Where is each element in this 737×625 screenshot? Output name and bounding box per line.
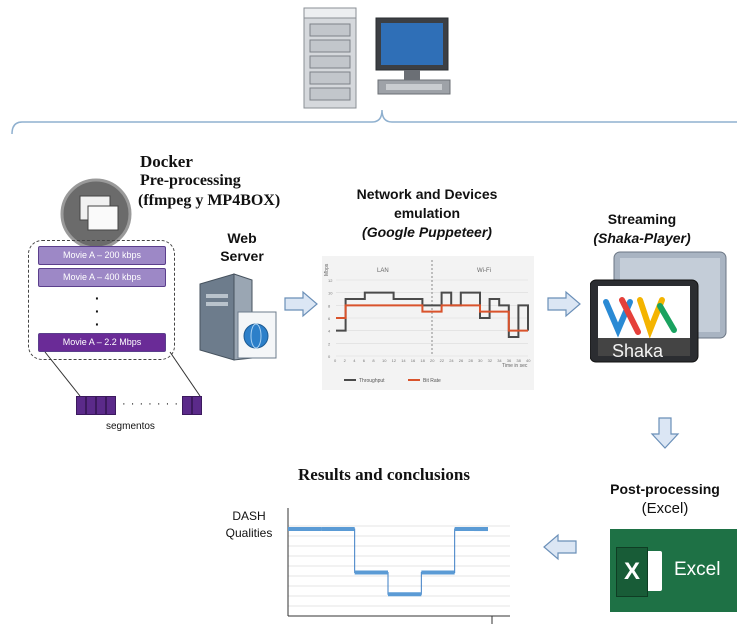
network-title-line2: emulation bbox=[393, 205, 461, 221]
web-server-icon bbox=[199, 273, 277, 361]
arrow-down-icon bbox=[650, 417, 680, 449]
excel-x-icon: X bbox=[616, 547, 648, 597]
docker-title: Docker bbox=[140, 152, 193, 171]
network-title-line1: Network and Devices bbox=[356, 186, 498, 202]
docker-windows-icon bbox=[60, 178, 132, 250]
series-line-bitrate bbox=[336, 304, 528, 332]
arrow-right-icon bbox=[284, 290, 318, 318]
results-grid bbox=[288, 525, 510, 607]
x-tick-label: 40 bbox=[526, 358, 531, 363]
segments-ellipsis: · · · · · · · bbox=[122, 398, 179, 410]
x-tick-label: 4 bbox=[353, 358, 356, 363]
segment-block bbox=[106, 396, 116, 415]
segment-block bbox=[76, 396, 86, 415]
x-tick-label: 28 bbox=[468, 358, 473, 363]
shaka-player-label: (Shaka-Player) bbox=[593, 230, 691, 246]
results-title: Results and conclusions bbox=[298, 465, 470, 484]
x-tick-label: 24 bbox=[449, 358, 454, 363]
x-tick-label: 16 bbox=[411, 358, 416, 363]
chart-series bbox=[336, 291, 529, 338]
legend-bitrate: Bit Rate bbox=[423, 378, 441, 384]
quality-2-2mbps: Movie A – 2.2 Mbps bbox=[38, 333, 166, 352]
quality-step-connector bbox=[288, 528, 488, 595]
arrow-right-icon bbox=[547, 290, 581, 318]
results-chart bbox=[287, 508, 510, 624]
x-tick-label: 2 bbox=[344, 358, 347, 363]
segment-connector-lines bbox=[44, 351, 201, 397]
x-tick-label: 26 bbox=[459, 358, 464, 363]
ffmpeg-label: (ffmpeg y MP4BOX) bbox=[138, 192, 281, 209]
server-label: Server bbox=[220, 248, 264, 264]
excel-text: Excel bbox=[674, 559, 721, 580]
x-tick-label: 10 bbox=[382, 358, 387, 363]
post-processing-title: Post-processing bbox=[610, 481, 720, 497]
x-tick-label: 20 bbox=[430, 358, 435, 363]
x-tick-label: 14 bbox=[401, 358, 406, 363]
ellipsis-dot-2: · bbox=[95, 303, 100, 319]
segment-block bbox=[96, 396, 106, 415]
x-tick-label: 12 bbox=[392, 358, 397, 363]
dash-label: DASH bbox=[232, 509, 266, 523]
ellipsis-dot-1: · bbox=[95, 290, 100, 306]
x-tick-label: 38 bbox=[516, 358, 521, 363]
x-tick-label: 0 bbox=[334, 358, 337, 363]
axis-unit-label: Mbps bbox=[324, 263, 330, 276]
y-tick-label: 6 bbox=[328, 316, 331, 321]
quality-200kbps: Movie A – 200 kbps bbox=[38, 246, 166, 265]
y-tick-label: 4 bbox=[328, 329, 331, 334]
wifi-label: Wi-Fi bbox=[477, 268, 491, 274]
segments-label: segmentos bbox=[106, 421, 155, 432]
y-tick-label: 0 bbox=[328, 354, 331, 359]
x-tick-label: 34 bbox=[497, 358, 502, 363]
lan-label: LAN bbox=[377, 268, 389, 274]
ellipsis-dot-3: · bbox=[95, 316, 100, 332]
y-tick-label: 12 bbox=[328, 278, 333, 283]
qualities-label: Qualities bbox=[225, 526, 273, 540]
series-line-throughput bbox=[336, 291, 529, 338]
segment-block bbox=[86, 396, 96, 415]
excel-logo: X Excel bbox=[610, 529, 737, 612]
desktop-computer-icon bbox=[375, 17, 451, 95]
network-title-line3: (Google Puppeteer) bbox=[362, 224, 492, 240]
results-series bbox=[288, 527, 488, 597]
legend-throughput: Throughput bbox=[359, 378, 385, 384]
shaka-logo-text: Shaka bbox=[612, 341, 664, 361]
x-tick-label: 22 bbox=[440, 358, 445, 363]
y-tick-label: 10 bbox=[328, 291, 333, 296]
x-tick-label: 36 bbox=[507, 358, 512, 363]
quality-400kbps: Movie A – 400 kbps bbox=[38, 268, 166, 287]
y-tick-label: 2 bbox=[328, 341, 331, 346]
x-tick-label: 6 bbox=[363, 358, 366, 363]
x-tick-label: 8 bbox=[372, 358, 375, 363]
x-tick-label: 18 bbox=[420, 358, 425, 363]
shaka-player-illustration bbox=[590, 251, 727, 363]
excel-label: (Excel) bbox=[641, 500, 689, 517]
time-label: Time in sec bbox=[502, 363, 528, 369]
y-tick-label: 8 bbox=[328, 303, 331, 308]
web-label: Web bbox=[227, 230, 257, 246]
chart-background bbox=[322, 256, 534, 390]
x-tick-label: 30 bbox=[478, 358, 483, 363]
arrow-left-icon bbox=[543, 533, 577, 561]
server-and-computer-illustration bbox=[303, 7, 451, 109]
preprocessing-label: Pre-processing bbox=[140, 172, 241, 189]
top-brace bbox=[11, 109, 737, 135]
segment-block bbox=[192, 396, 202, 415]
segment-block bbox=[182, 396, 192, 415]
quality-group-box bbox=[28, 240, 175, 360]
streaming-title: Streaming bbox=[607, 211, 677, 227]
x-tick-label: 32 bbox=[488, 358, 493, 363]
server-tower-icon bbox=[303, 7, 357, 109]
